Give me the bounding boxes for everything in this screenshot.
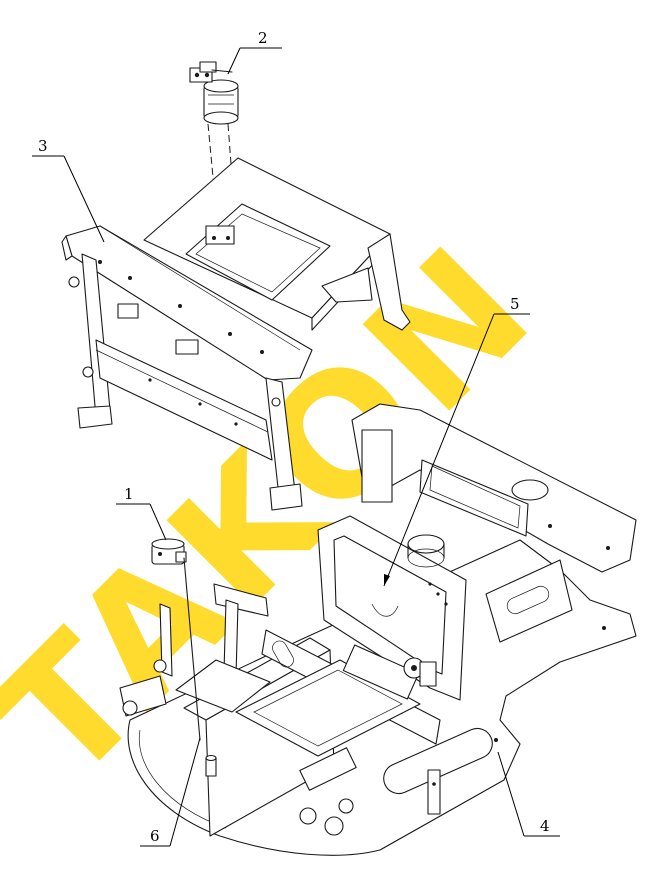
callout-1-label: 1 <box>124 485 134 503</box>
callout-3-label: 3 <box>38 137 48 155</box>
callout-6: 6 <box>140 737 201 847</box>
part-3-upper-frame <box>61 157 411 511</box>
callout-2: 2 <box>227 29 282 75</box>
callout-3: 3 <box>32 137 105 243</box>
part-4-base-frame <box>119 403 637 856</box>
part-1-switch <box>151 538 201 741</box>
callout-4-label: 4 <box>540 817 550 835</box>
callout-5: 5 <box>383 295 530 587</box>
callout-5-label: 5 <box>510 295 520 313</box>
callout-6-label: 6 <box>150 827 160 845</box>
callout-2-label: 2 <box>258 29 268 47</box>
callout-1: 1 <box>116 485 167 541</box>
callout-4: 4 <box>497 751 560 837</box>
